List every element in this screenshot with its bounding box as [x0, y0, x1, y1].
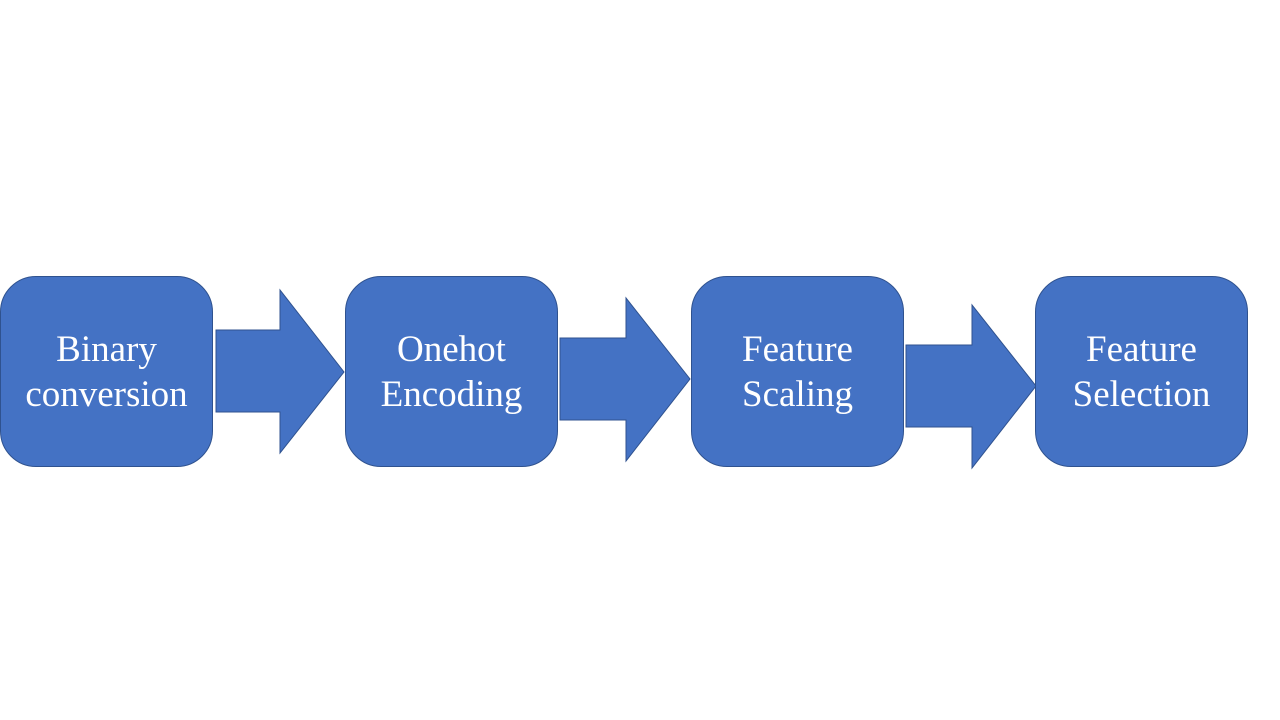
arrow-onehot-to-scaling [559, 296, 691, 463]
step-label: Onehot Encoding [380, 328, 523, 415]
step-label: Feature Selection [1072, 328, 1211, 415]
step-feature-selection: Feature Selection [1035, 276, 1248, 467]
step-feature-scaling: Feature Scaling [691, 276, 904, 467]
step-label: Feature Scaling [742, 328, 853, 415]
step-binary-conversion: Binary conversion [0, 276, 213, 467]
step-onehot-encoding: Onehot Encoding [345, 276, 558, 467]
step-label: Binary conversion [25, 328, 188, 415]
arrow-scaling-to-selection [905, 303, 1037, 470]
arrow-binary-to-onehot [215, 288, 345, 455]
